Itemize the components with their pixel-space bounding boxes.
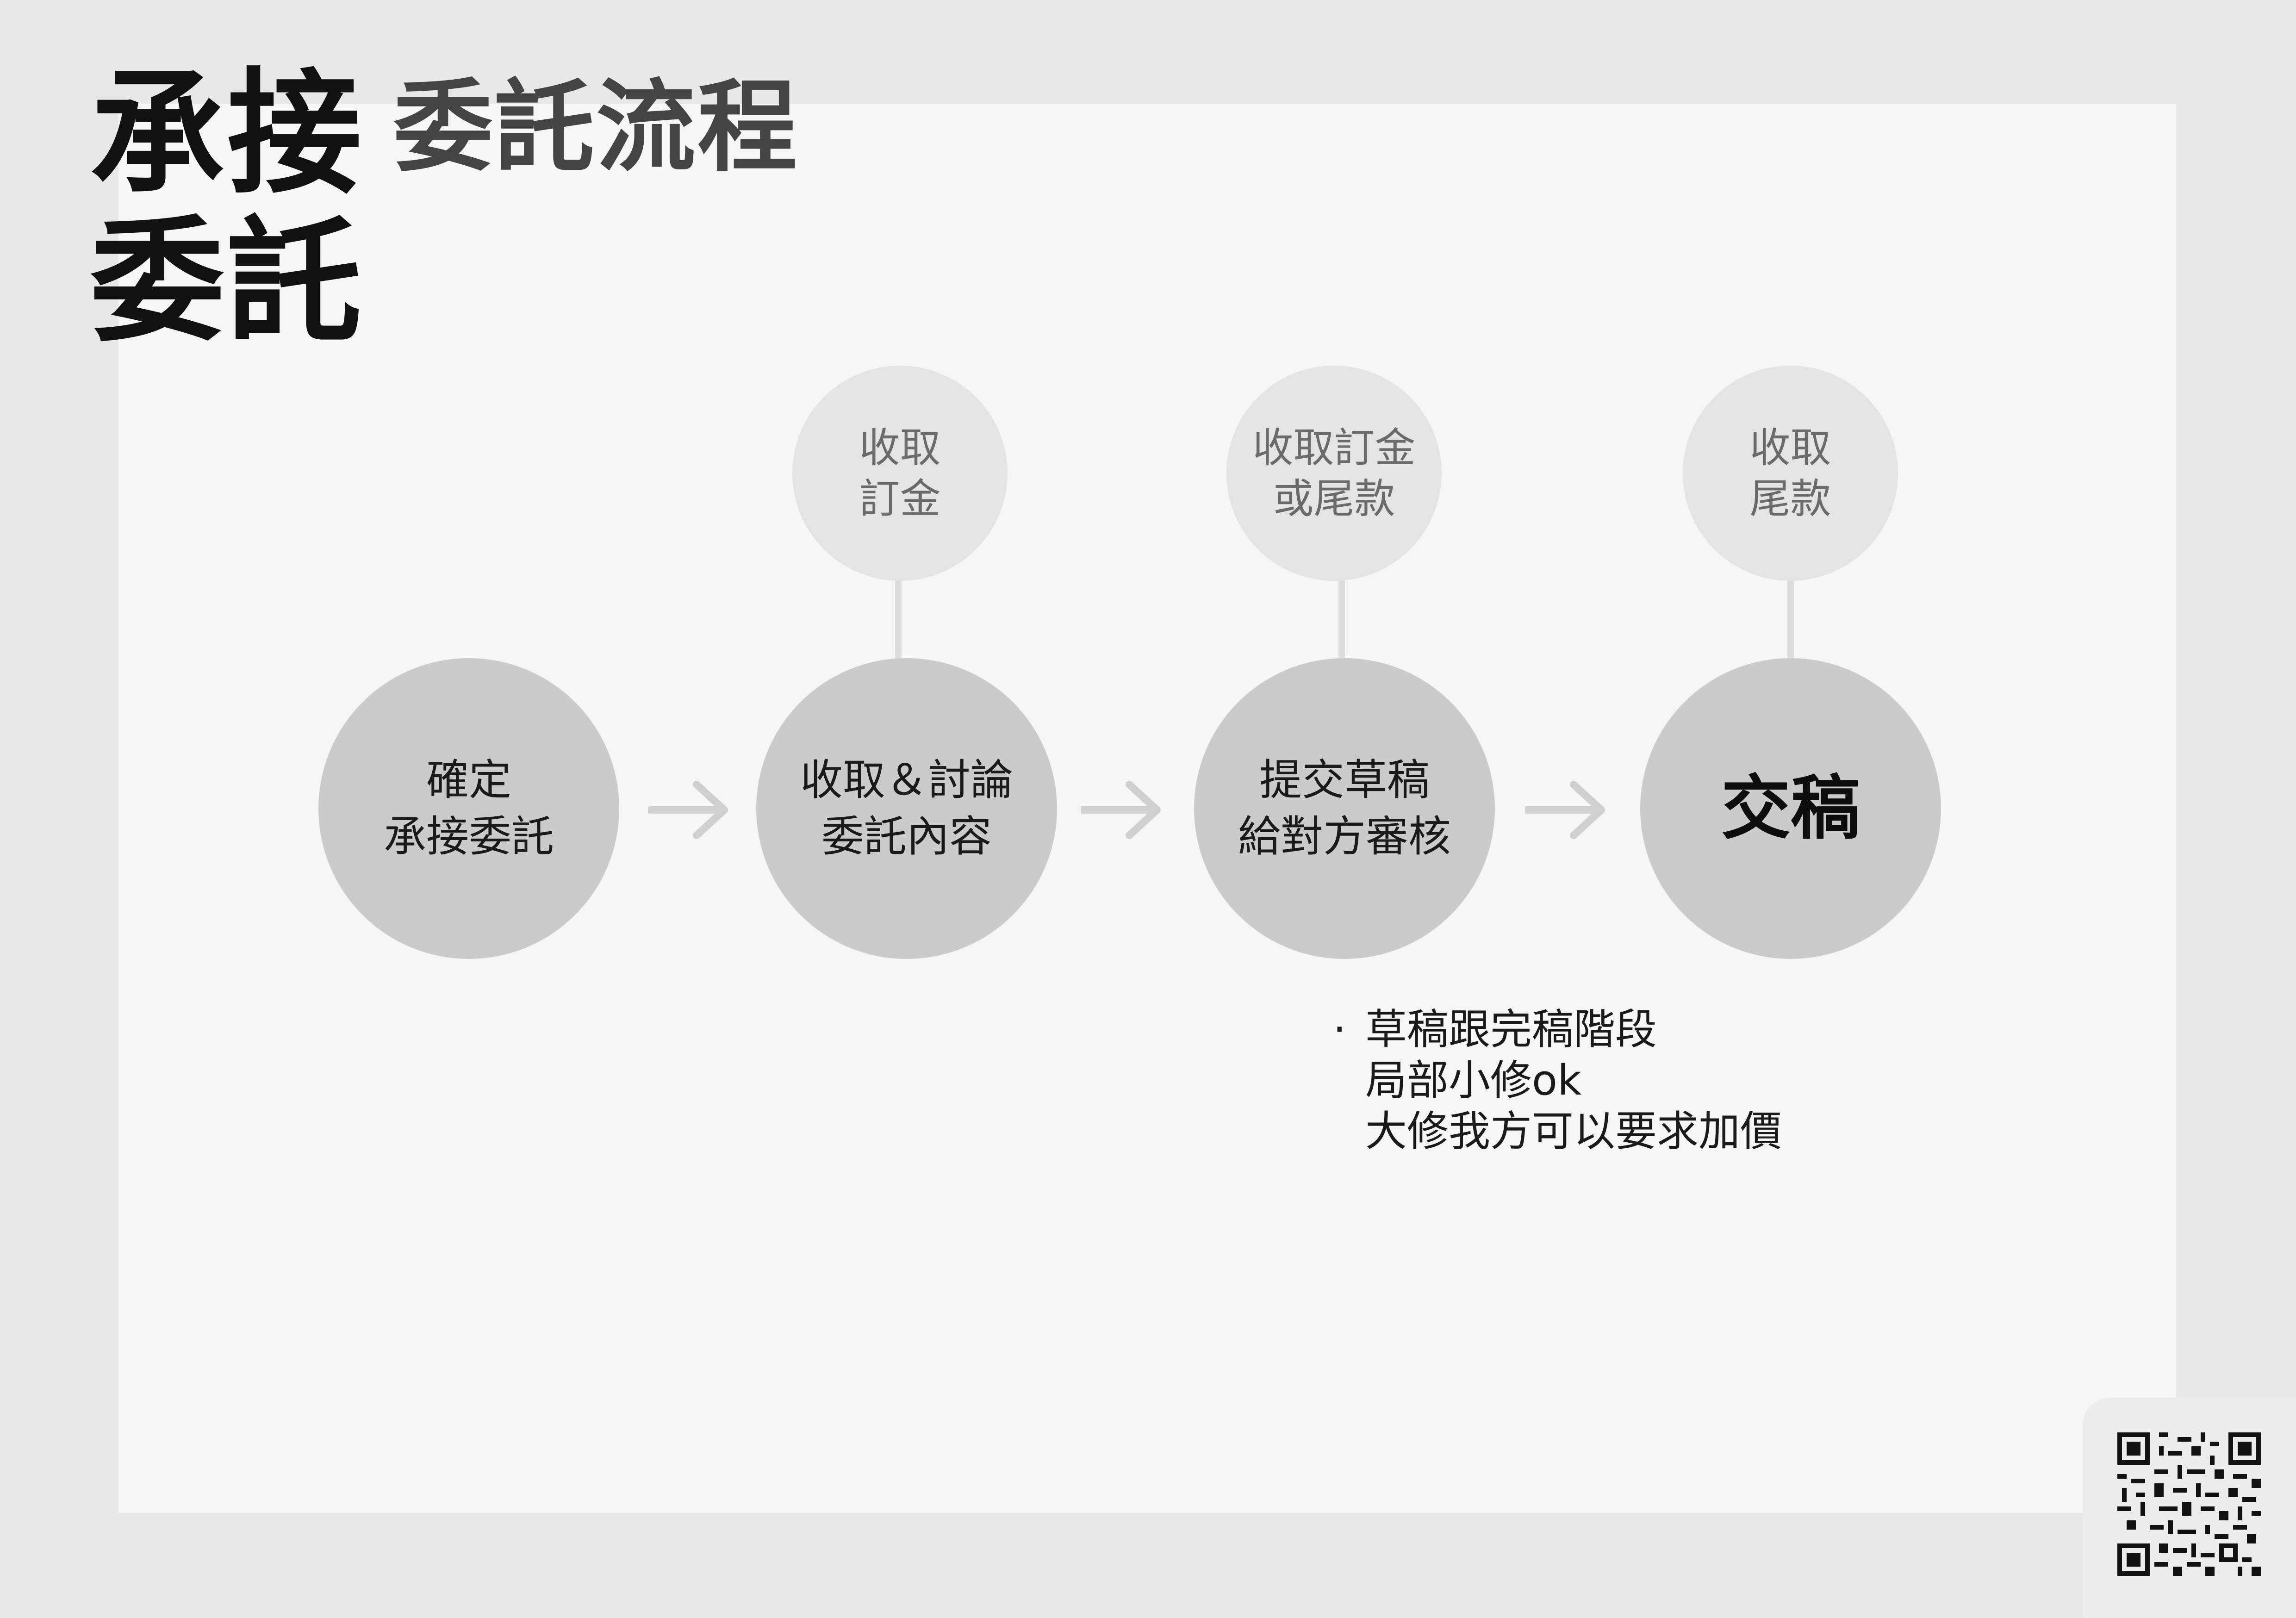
payment-balance-label: 收取 尾款 bbox=[1749, 423, 1831, 523]
qr-code-icon[interactable] bbox=[2117, 1432, 2261, 1576]
step-confirm-commission-label: 確定 承接委託 bbox=[383, 755, 554, 861]
payment-balance: 收取 尾款 bbox=[1683, 366, 1898, 581]
arrow-right-icon bbox=[648, 781, 728, 839]
step-deliver-final-label: 交稿 bbox=[1721, 768, 1860, 849]
revision-note-line-3: 大修我方可以要求加價 bbox=[1365, 1107, 1782, 1156]
connector-payment-3 bbox=[1787, 578, 1794, 661]
page-title-line-1: 承接 bbox=[90, 56, 364, 212]
payment-deposit-label: 收取 訂金 bbox=[859, 423, 941, 523]
step-discuss-details: 收取＆討論 委託內容 bbox=[756, 658, 1057, 959]
step-deliver-final: 交稿 bbox=[1640, 658, 1941, 959]
bullet-icon: · bbox=[1333, 1005, 1346, 1054]
revision-note: · 草稿跟完稿階段 局部小修ok 大修我方可以要求加價 bbox=[1328, 1004, 1782, 1157]
step-submit-draft: 提交草稿 給對方審核 bbox=[1194, 658, 1495, 959]
revision-note-line-2: 局部小修ok bbox=[1365, 1056, 1582, 1105]
step-submit-draft-label: 提交草稿 給對方審核 bbox=[1238, 755, 1451, 861]
payment-deposit-or-balance: 收取訂金 或尾款 bbox=[1226, 366, 1442, 581]
payment-deposit-or-balance-label: 收取訂金 或尾款 bbox=[1252, 423, 1416, 523]
arrow-right-icon bbox=[1081, 781, 1161, 839]
revision-note-text-1: 草稿跟完稿階段 bbox=[1365, 1005, 1657, 1054]
connector-payment-1 bbox=[895, 578, 902, 661]
page-title: 承接 委託 bbox=[90, 60, 364, 356]
step-discuss-details-label: 收取＆討論 委託內容 bbox=[800, 755, 1013, 861]
revision-note-line-1: · 草稿跟完稿階段 bbox=[1328, 1004, 1782, 1055]
page-title-line-2: 委託 bbox=[90, 204, 364, 360]
connector-payment-2 bbox=[1338, 578, 1345, 661]
page-subtitle: 委託流程 bbox=[393, 69, 799, 185]
arrow-right-icon bbox=[1525, 781, 1605, 839]
step-confirm-commission: 確定 承接委託 bbox=[318, 658, 619, 959]
payment-deposit: 收取 訂金 bbox=[792, 366, 1008, 581]
